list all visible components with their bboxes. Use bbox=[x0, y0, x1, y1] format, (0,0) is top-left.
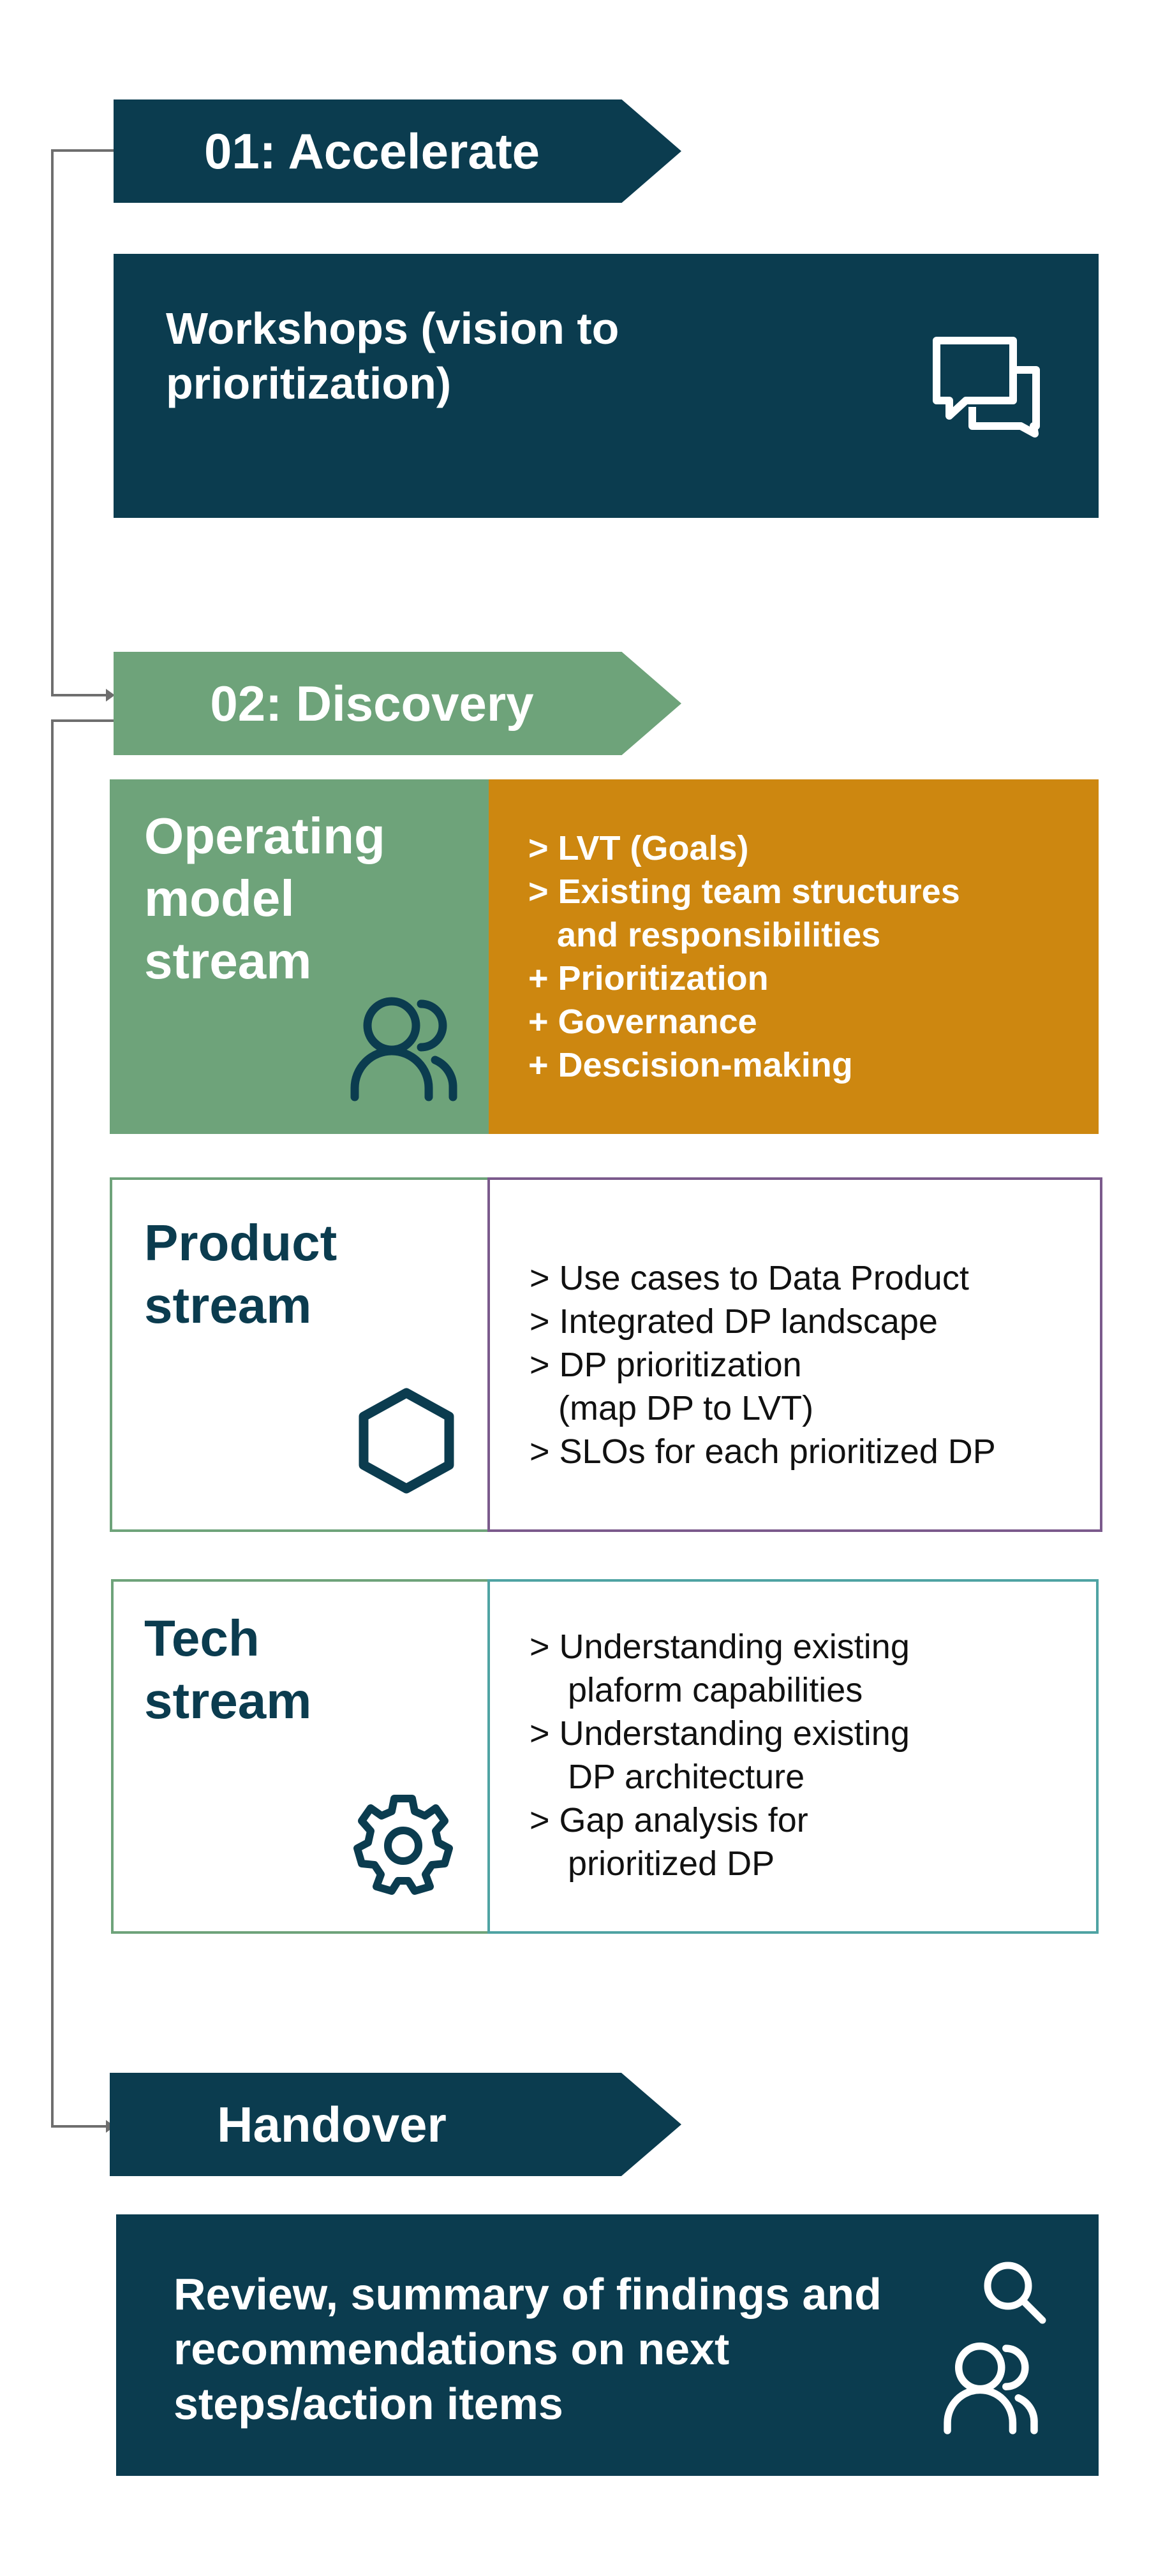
operating-model-stream-panel: Operating model stream bbox=[110, 779, 489, 1134]
accelerate-card-text: Workshops (vision to prioritization) bbox=[166, 304, 619, 408]
tech-stream-details: > Understanding existing plaform capabil… bbox=[487, 1579, 1099, 1934]
list-item: > DP prioritization bbox=[530, 1346, 802, 1384]
product-stream-title: Product stream bbox=[144, 1214, 337, 1334]
list-item: + Governance bbox=[528, 1003, 757, 1041]
product-stream-panel: Product stream bbox=[110, 1177, 489, 1532]
hexagon-icon bbox=[359, 1388, 454, 1494]
connector-arrowhead-discovery bbox=[106, 689, 115, 702]
phase-label-handover: Handover bbox=[217, 2096, 447, 2153]
list-item: > Gap analysis for bbox=[530, 1801, 808, 1839]
list-item: > Integrated DP landscape bbox=[530, 1302, 938, 1341]
list-item: > SLOs for each prioritized DP bbox=[530, 1432, 996, 1471]
product-stream-list: > Use cases to Data Product > Integrated… bbox=[530, 1256, 996, 1473]
phase-label-accelerate: 01: Accelerate bbox=[204, 122, 540, 179]
accelerate-card: Workshops (vision to prioritization) bbox=[114, 254, 1099, 518]
operating-model-stream-list: > LVT (Goals) > Existing team structures… bbox=[528, 827, 960, 1087]
connector-line-accelerate bbox=[51, 149, 54, 695]
people-icon bbox=[944, 2342, 1038, 2434]
connector-stub-discovery-out bbox=[51, 719, 115, 722]
handover-card-text: Review, summary of findings and recommen… bbox=[174, 2269, 882, 2429]
list-item: > Understanding existing bbox=[530, 1714, 910, 1753]
phase-banner-handover: Handover bbox=[110, 2073, 681, 2176]
chat-bubbles-icon bbox=[933, 337, 1040, 438]
gear-icon bbox=[353, 1795, 453, 1895]
operating-model-stream-title: Operating model stream bbox=[144, 807, 385, 989]
magnifier-icon bbox=[984, 2262, 1046, 2324]
handover-card: Review, summary of findings and recommen… bbox=[116, 2214, 1099, 2476]
list-item: + Descision-making bbox=[528, 1046, 853, 1084]
connector-stub-accelerate-top bbox=[51, 149, 115, 152]
phase-banner-accelerate: 01: Accelerate bbox=[114, 99, 681, 203]
connector-stub-handover-in bbox=[51, 2125, 110, 2128]
connector-line-discovery bbox=[51, 719, 54, 2128]
list-item: (map DP to LVT) bbox=[530, 1389, 814, 1427]
product-stream-details: > Use cases to Data Product > Integrated… bbox=[487, 1177, 1102, 1532]
operating-model-stream-details: > LVT (Goals) > Existing team structures… bbox=[489, 779, 1099, 1134]
list-item: and responsibilities bbox=[528, 916, 881, 954]
list-item: plaform capabilities bbox=[530, 1671, 863, 1709]
tech-stream-panel: Tech stream bbox=[111, 1579, 489, 1934]
list-item: + Prioritization bbox=[528, 959, 769, 997]
phase-banner-discovery: 02: Discovery bbox=[114, 652, 681, 755]
list-item: > Use cases to Data Product bbox=[530, 1259, 969, 1297]
list-item: > Existing team structures bbox=[528, 872, 960, 911]
people-icon bbox=[350, 997, 457, 1101]
tech-stream-title: Tech stream bbox=[144, 1610, 312, 1729]
phase-label-discovery: 02: Discovery bbox=[210, 675, 534, 732]
list-item: > Understanding existing bbox=[530, 1628, 910, 1666]
list-item: prioritized DP bbox=[530, 1844, 775, 1883]
list-item: DP architecture bbox=[530, 1758, 805, 1796]
list-item: > LVT (Goals) bbox=[528, 829, 749, 867]
tech-stream-list: > Understanding existing plaform capabil… bbox=[530, 1625, 910, 1885]
connector-stub-discovery-in bbox=[51, 694, 110, 696]
